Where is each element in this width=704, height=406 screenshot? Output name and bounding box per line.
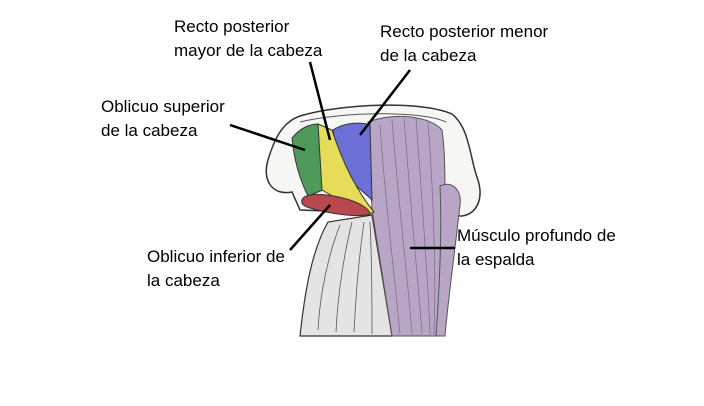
label-line: Oblicuo superior [101,97,225,116]
label-line: de la cabeza [101,121,198,140]
label-oblicuo-inferior: Oblicuo inferior de la cabeza [147,245,285,293]
muscle-fibers [379,117,436,335]
label-line: Músculo profundo de [457,226,616,245]
label-line: Recto posterior menor [380,22,549,41]
label-line: Recto posterior [174,17,290,36]
label-oblicuo-superior: Oblicuo superior de la cabeza [101,95,225,143]
label-line: Oblicuo inferior de [147,247,285,266]
spine-detail [317,221,373,335]
leader-lines [229,61,455,251]
label-line: mayor de la cabeza [174,41,323,60]
label-line: la espalda [457,250,535,269]
label-line: de la cabeza [380,46,477,65]
spine [299,214,393,337]
label-recto-posterior-mayor: Recto posterior mayor de la cabeza [174,15,322,63]
label-line: la cabeza [147,271,220,290]
oblicuo-inferior-muscle [301,193,371,217]
label-musculo-profundo: Músculo profundo de la espalda [457,224,616,272]
label-recto-posterior-menor: Recto posterior menor de la cabeza [380,20,548,68]
skull-inner-line [299,113,447,123]
